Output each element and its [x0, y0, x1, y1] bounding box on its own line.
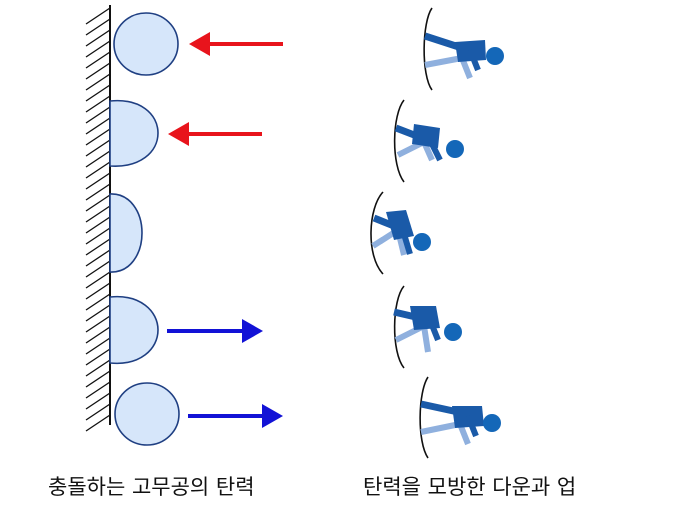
figure-limb-light: [420, 421, 461, 435]
ball-stage-3: [109, 193, 143, 273]
hatch-line: [85, 84, 111, 102]
hatch-line: [85, 51, 111, 69]
hatch-line: [85, 227, 111, 245]
figure-torso: [386, 210, 414, 240]
wall: [85, 5, 111, 432]
figure-stage-4: [393, 285, 462, 369]
figure-limb-dark: [467, 48, 481, 72]
ball-stage-2: [109, 99, 262, 167]
hatch-line: [85, 392, 111, 410]
bracket: [393, 285, 405, 369]
rubber-ball-squashed: [109, 295, 159, 365]
rubber-ball-flat: [109, 193, 143, 273]
hatch-line: [85, 282, 111, 300]
figure-limb-light: [421, 325, 431, 353]
ball-stage-5: [114, 382, 283, 446]
hatch-line: [85, 337, 111, 355]
figure-stage-3: [370, 191, 431, 275]
bracket: [370, 191, 384, 275]
bracket: [419, 376, 429, 459]
hatch-line: [85, 128, 111, 146]
hatch-line: [85, 18, 111, 36]
rubber-ball-squashed: [109, 99, 159, 167]
figure-limb-dark: [465, 414, 479, 438]
hatch-line: [85, 249, 111, 267]
ball-stage-4: [109, 295, 263, 365]
figure-stage-2: [393, 99, 464, 183]
bracket: [393, 99, 405, 183]
hatch-line: [85, 172, 111, 190]
hatch-line: [85, 348, 111, 366]
figure-head: [446, 140, 464, 158]
rubber-ball-round: [114, 382, 180, 446]
caption-rubber-ball: 충돌하는 고무공의 탄력: [48, 475, 255, 499]
figure-torso: [412, 124, 440, 148]
hatch-line: [85, 40, 111, 58]
arrow-outgoing-head: [242, 319, 263, 343]
hatch-line: [85, 403, 111, 421]
arrow-incoming-head: [168, 122, 189, 146]
hatch-line: [85, 216, 111, 234]
figure-limb-dark: [427, 138, 443, 162]
ball-stage-1: [113, 12, 283, 76]
hatch-line: [85, 62, 111, 80]
hatch-line: [85, 414, 111, 432]
hatch-line: [85, 359, 111, 377]
hatch-line: [85, 139, 111, 157]
hatch-line: [85, 117, 111, 135]
hatch-line: [85, 326, 111, 344]
hatch-line: [85, 304, 111, 322]
hatch-line: [85, 238, 111, 256]
hatch-line: [85, 183, 111, 201]
figure-stage-5: [419, 376, 501, 459]
figure-head: [413, 233, 431, 251]
hatch-line: [85, 95, 111, 113]
hatch-line: [85, 106, 111, 124]
figure-head: [444, 323, 462, 341]
figure-head: [483, 414, 501, 432]
arrow-outgoing-head: [262, 404, 283, 428]
figure-limb-dark: [420, 400, 459, 416]
arrow-incoming-head: [189, 32, 210, 56]
hatch-line: [85, 315, 111, 333]
wall-hatching: [85, 7, 111, 432]
hatch-line: [85, 205, 111, 223]
hatch-line: [85, 73, 111, 91]
bracket: [423, 7, 433, 91]
hatch-line: [85, 260, 111, 278]
figure-limb-dark: [401, 233, 413, 255]
figure-head: [486, 47, 504, 65]
hatch-line: [85, 29, 111, 47]
caption-down-and-up: 탄력을 모방한 다운과 업: [363, 475, 577, 499]
rubber-ball-round: [113, 12, 179, 76]
hatch-line: [85, 150, 111, 168]
hatch-line: [85, 370, 111, 388]
figure-limb-dark: [427, 318, 441, 342]
hatch-line: [85, 271, 111, 289]
hatch-line: [85, 161, 111, 179]
hatch-line: [85, 293, 111, 311]
hatch-line: [85, 7, 111, 25]
hatch-line: [85, 194, 111, 212]
hatch-line: [85, 381, 111, 399]
figure-stage-1: [423, 7, 504, 91]
figure-limb-light: [424, 55, 463, 68]
